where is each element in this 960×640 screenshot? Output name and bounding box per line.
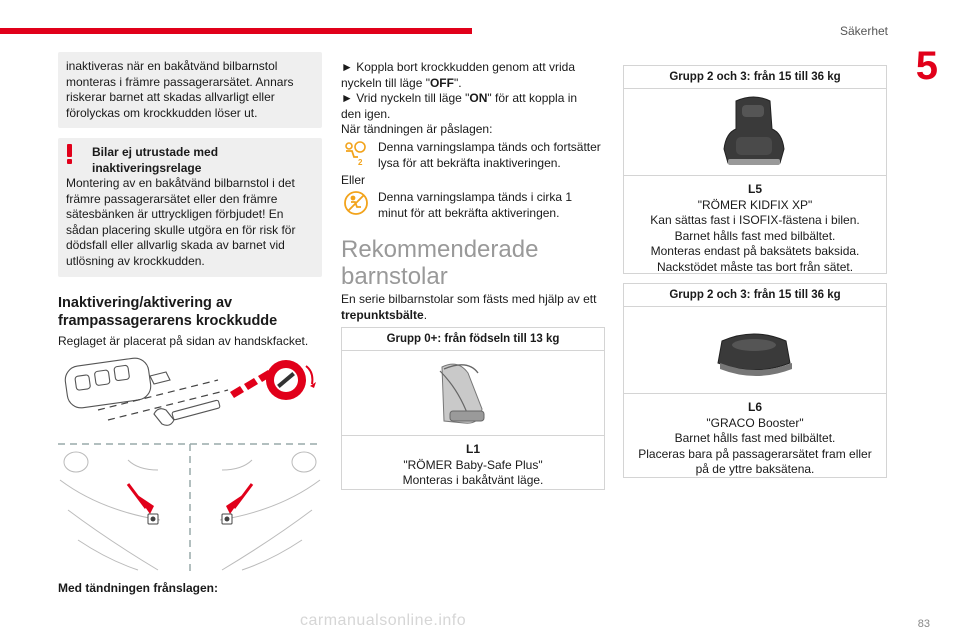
step-line: nyckeln till läge "OFF". [341, 75, 462, 90]
lamp-text: lysa för att bekräfta inaktiveringen. [378, 155, 561, 170]
svg-text:2: 2 [358, 158, 363, 166]
info-line: inaktiveras när en bakåtvänd bilbarnstol [66, 59, 278, 73]
header-accent-bar [0, 28, 472, 34]
seat-description: Placeras bara på passagerarsätet fram el… [638, 446, 872, 461]
warning-line: sådan placering skulle utgöra en för ris… [66, 222, 296, 237]
seat-image-l5 [624, 89, 886, 176]
warning-title: Bilar ej utrustade med [92, 145, 219, 159]
seat-card-l1: Grupp 0+: från födseln till 13 kg L1 "RÖ… [341, 327, 605, 490]
seat-name: "RÖMER Baby-Safe Plus" [403, 457, 543, 472]
seat-image-l6 [624, 307, 886, 394]
warning-line: utlösning av krockkudden. [66, 253, 205, 268]
section-title: Säkerhet [839, 24, 888, 38]
ignition-on-label: När tändningen är påslagen: [341, 122, 493, 136]
seat-description: på de yttre baksätena. [695, 462, 815, 476]
key-position-off: OFF [429, 75, 454, 90]
section-heading-large: Rekommenderade barnstolar [341, 236, 538, 290]
seat-card-l6: Grupp 2 och 3: från 15 till 36 kg L6 "GR… [623, 283, 887, 478]
seat-description: Monteras endast på baksätets baksida. [650, 244, 860, 258]
heading-line: Inaktivering/aktivering av [58, 295, 233, 311]
seat-code: L5 [747, 182, 762, 196]
info-line: riskerar barnet att skadas allvarligt el… [66, 90, 275, 104]
airbag-on-lamp-icon [344, 191, 368, 215]
seat-code: L6 [747, 400, 762, 414]
warning-line: sätesbänken är uttryckligen förbjudet! E… [66, 207, 284, 221]
step-line: ► Vrid nyckeln till läge "ON" för att ko… [341, 91, 578, 105]
watermark: carmanualsonline.info [300, 612, 467, 629]
key-position-on: ON [469, 91, 488, 105]
seat-name: "RÖMER KIDFIX XP" [697, 197, 813, 212]
heading-line: frampassagerarens krockkudde [58, 313, 278, 329]
seat-description: Barnet hålls fast med bilbältet. [674, 431, 836, 445]
series-text: trepunktsbälte. [341, 307, 428, 322]
seat-image-l1 [342, 351, 604, 436]
lamp-text: Denna varningslampa tänds och fortsätter [378, 140, 601, 154]
section-heading: Inaktivering/aktivering av frampassagera… [58, 294, 277, 330]
warning-box: Bilar ej utrustade med inaktiveringsrela… [58, 138, 322, 277]
warning-icon [66, 144, 74, 164]
page-number: 83 [917, 618, 930, 630]
seat-group-header: Grupp 0+: från födseln till 13 kg [342, 328, 604, 351]
seat-group-header: Grupp 2 och 3: från 15 till 36 kg [624, 66, 886, 89]
chapter-number: 5 [915, 44, 938, 88]
seat-group-header: Grupp 2 och 3: från 15 till 36 kg [624, 284, 886, 307]
seat-description: Barnet hålls fast med bilbältet. [674, 228, 836, 243]
warning-line: främre passagerarsätet eller den främre [66, 191, 278, 206]
info-box: inaktiveras när en bakåtvänd bilbarnstol… [58, 52, 322, 128]
info-line: förolyckas om krockkudden löser ut. [66, 105, 258, 120]
intro-text: Reglaget är placerat på sidan av handskf… [58, 334, 309, 348]
info-line: monteras i främre passagerarsätet. Annar… [66, 74, 294, 89]
key-switch-illustration [64, 357, 316, 426]
step-list: ► Koppla bort krockkudden genom att vrid… [341, 60, 605, 138]
seat-description: Monteras i bakåtvänt läge. [402, 473, 544, 487]
seat-name: "GRACO Booster" [706, 415, 804, 430]
warning-title: inaktiveringsrelage [92, 160, 202, 175]
series-text: En serie bilbarnstolar som fästs med hjä… [341, 292, 597, 306]
lamp-text: minut för att bekräfta aktiveringen. [378, 205, 560, 220]
heading-line: barnstolar [341, 263, 448, 290]
seat-description: Kan sättas fast i ISOFIX-fästena i bilen… [650, 213, 860, 227]
lamp-text: Denna varningslampa tänds i cirka 1 [378, 190, 573, 204]
warning-line: Montering av en bakåtvänd bilbarnstol i … [66, 176, 295, 190]
heading-line: Rekommenderade [341, 236, 539, 263]
seat-description: Nackstödet måste tas bort från sätet. [656, 259, 854, 274]
seat-card-l5: Grupp 2 och 3: från 15 till 36 kg L5 "RÖ… [623, 65, 887, 274]
airbag-off-lamp-icon: 2 [345, 141, 366, 166]
or-text: Eller [341, 173, 366, 187]
step-line: den igen. [341, 106, 391, 121]
dashboard-illustration [58, 443, 322, 576]
step-line: ► Koppla bort krockkudden genom att vrid… [341, 60, 576, 74]
warning-line: dödsfall eller allvarlig skada av barnet… [66, 238, 285, 252]
seat-code: L1 [465, 442, 480, 456]
ignition-off-label: Med tändningen frånslagen: [58, 581, 219, 595]
